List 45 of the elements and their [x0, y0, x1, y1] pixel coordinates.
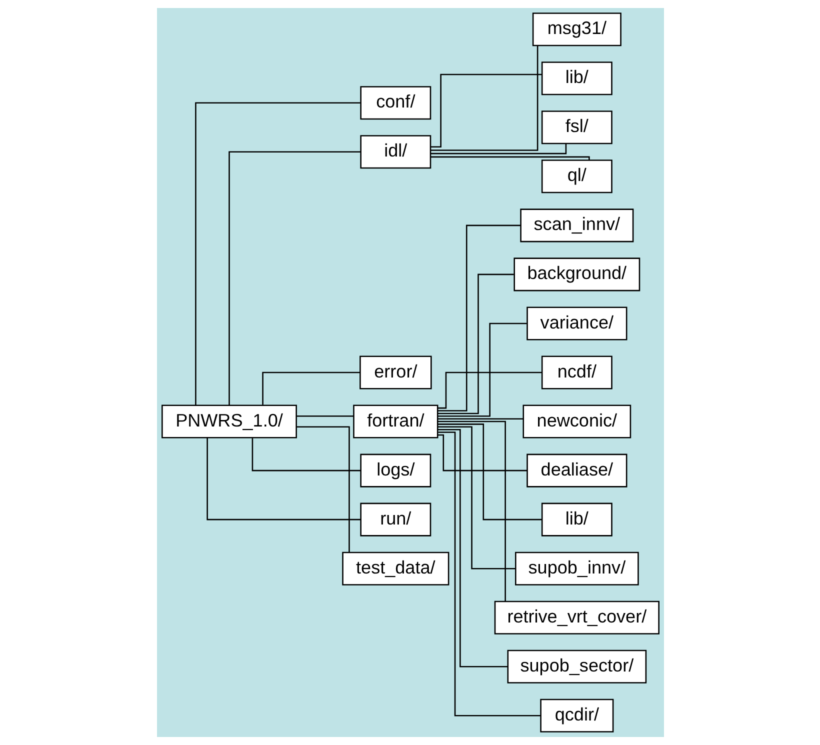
node-box: lib/ [540, 502, 612, 536]
node-box: retrive_vrt_cover/ [494, 600, 659, 634]
connector [437, 426, 515, 570]
connector [296, 426, 350, 552]
connector [437, 322, 526, 417]
node-box: variance/ [526, 306, 627, 340]
node-box: error/ [359, 356, 432, 390]
node-box: msg31/ [532, 12, 621, 46]
connector [438, 432, 540, 716]
node-box: dealiase/ [526, 454, 627, 488]
connector [194, 102, 360, 406]
node-box: ql/ [540, 160, 612, 194]
node-box: idl/ [360, 135, 431, 169]
connector [437, 428, 508, 668]
connector [437, 372, 542, 409]
node-box: scan_innv/ [520, 208, 634, 242]
node-box: background/ [513, 258, 640, 292]
node-box: run/ [360, 502, 431, 536]
connector [437, 418, 523, 420]
node-box: ncdf/ [540, 356, 612, 390]
node-box: conf/ [360, 86, 431, 120]
node-box: logs/ [360, 454, 431, 488]
connector [437, 420, 506, 602]
node-box: supob_sector/ [506, 650, 646, 684]
connector [437, 274, 514, 414]
connector [296, 416, 354, 417]
connector [262, 372, 360, 405]
node-box: newconic/ [522, 404, 631, 438]
connector [430, 46, 538, 151]
node-box: test_data/ [342, 552, 449, 586]
node-box: qcdir/ [540, 698, 614, 732]
node-box: fsl/ [540, 110, 612, 144]
connector [430, 144, 566, 154]
connector [430, 156, 590, 160]
connector [437, 434, 527, 472]
connector [228, 151, 360, 406]
connector [251, 438, 360, 472]
node-box: lib/ [540, 62, 612, 96]
connector [430, 74, 542, 148]
connector [206, 438, 360, 520]
connector [437, 424, 542, 520]
node-box: fortran/ [352, 404, 438, 438]
node-box: PNWRS_1.0/ [161, 404, 296, 438]
connector [437, 224, 520, 412]
node-box: supob_innv/ [514, 552, 638, 586]
